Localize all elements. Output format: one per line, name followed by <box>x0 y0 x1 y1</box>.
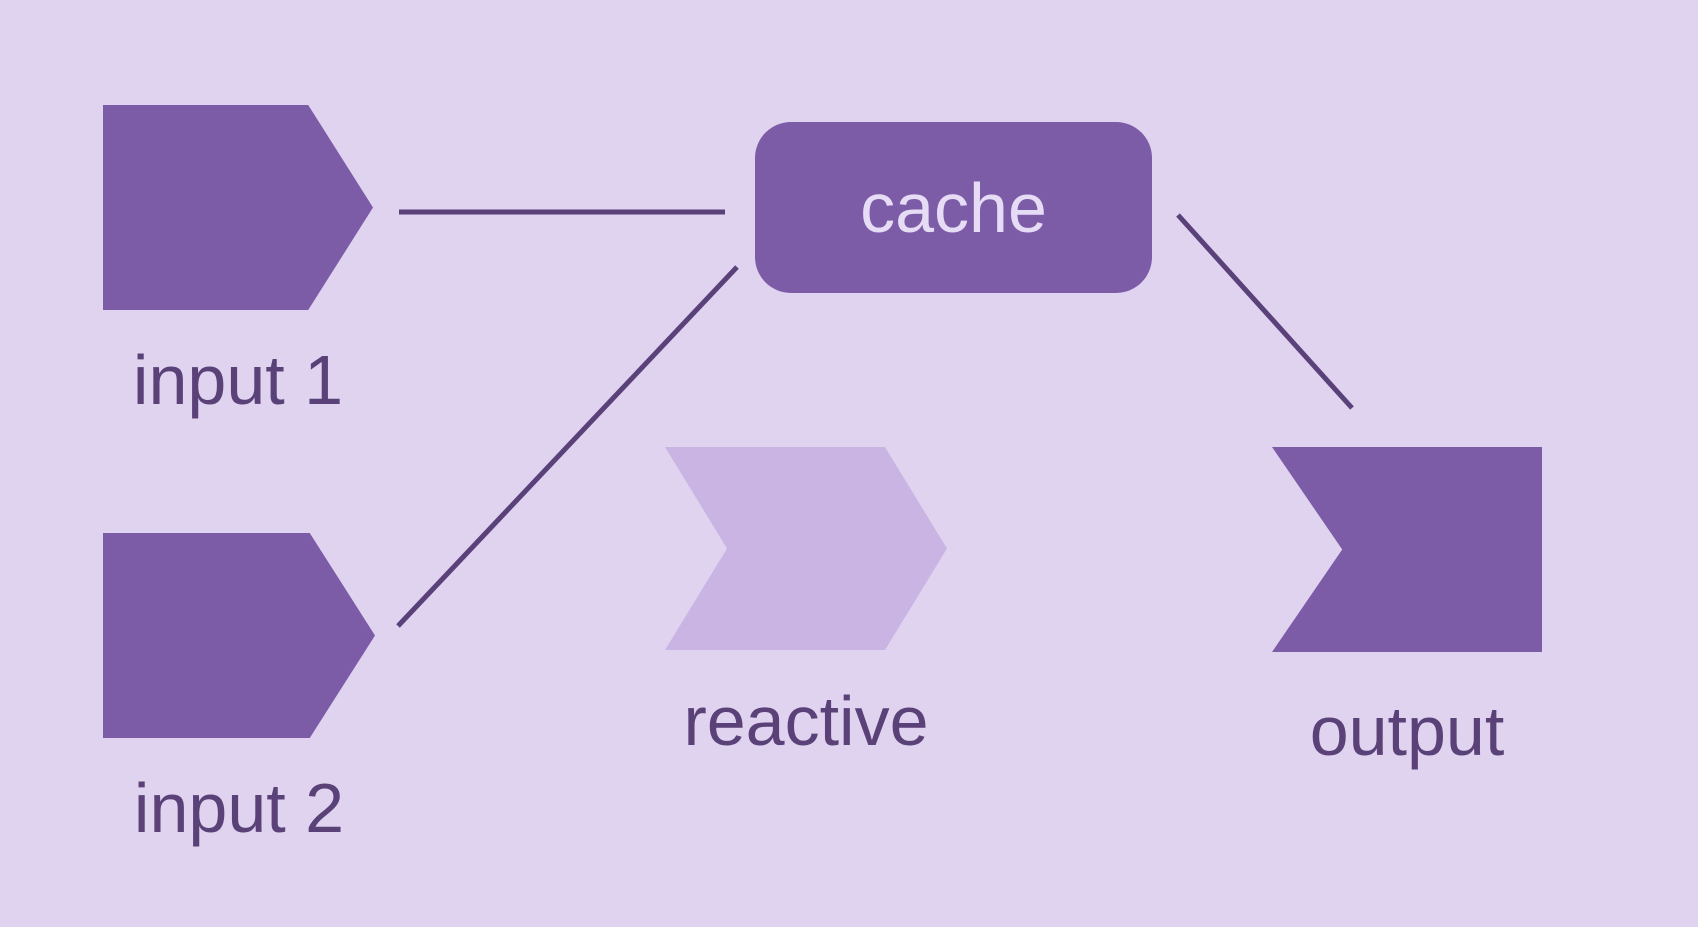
label-output: output <box>1309 692 1505 770</box>
node-cache: cache <box>755 122 1152 293</box>
label-reactive: reactive <box>683 682 929 760</box>
node-input2 <box>103 533 375 738</box>
label-input2: input 2 <box>133 769 345 847</box>
edge-cache-output <box>1176 213 1354 410</box>
node-input1 <box>103 105 373 310</box>
edge-input2-cache <box>396 265 739 628</box>
label-cache: cache <box>860 168 1047 247</box>
label-input1: input 1 <box>132 341 344 419</box>
